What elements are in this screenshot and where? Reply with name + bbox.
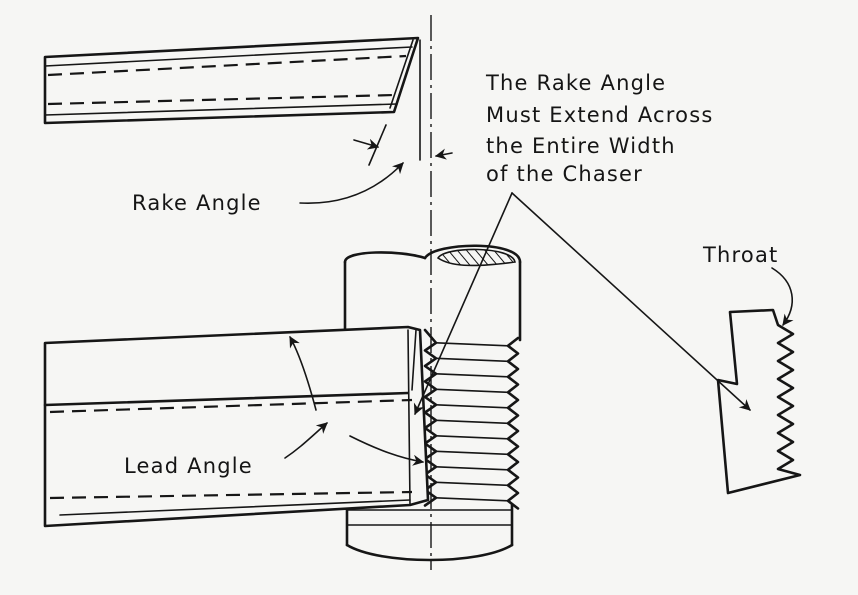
rake-angle-label: Rake Angle (132, 191, 262, 215)
rake-note-line-3: the Entire Width (486, 134, 676, 158)
throat-label: Throat (702, 243, 778, 267)
throat-chaser (716, 308, 802, 495)
lead-angle-leader (284, 422, 328, 459)
throat-leader (771, 267, 794, 326)
rake-note-leader-2 (511, 192, 751, 411)
rake-note-line-4: of the Chaser (486, 162, 643, 186)
rake-note-leader-1 (413, 192, 513, 416)
rake-note-line-2: Must Extend Across (486, 103, 714, 127)
rake-note-line-1: The Rake Angle (485, 71, 666, 95)
lead-angle-label: Lead Angle (124, 454, 253, 478)
threaded-workpiece (343, 244, 522, 562)
rake-angle-leader (299, 162, 404, 204)
lower-chaser (43, 325, 430, 528)
top-chaser (43, 36, 453, 166)
